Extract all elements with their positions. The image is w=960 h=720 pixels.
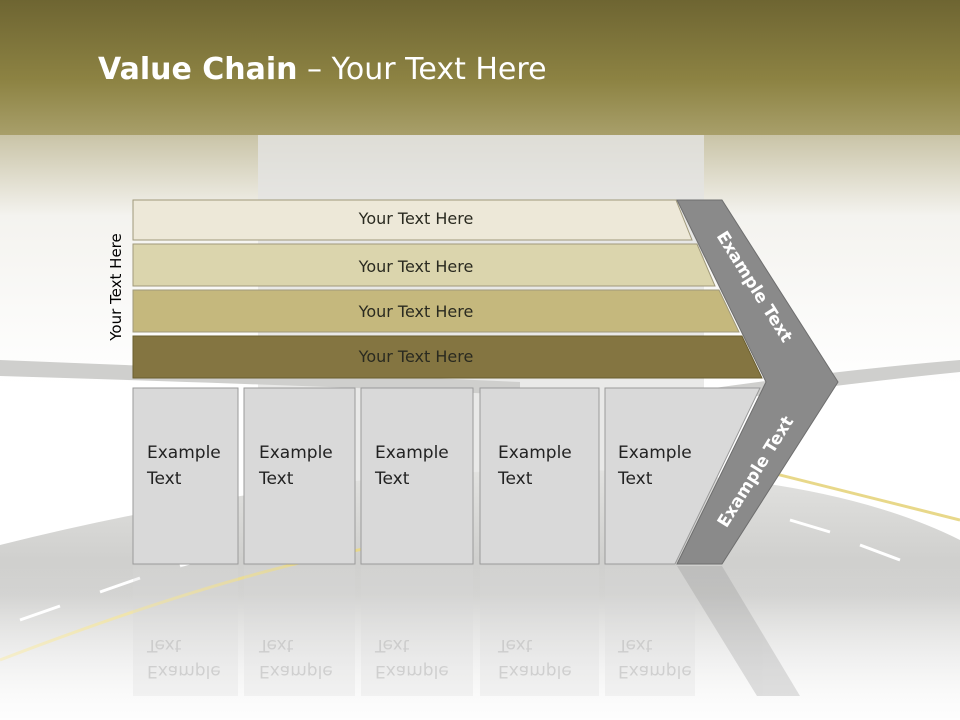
example-box-2-line2: Text bbox=[259, 469, 294, 489]
reflection-line2: Text bbox=[375, 635, 410, 655]
example-box-3-line2: Text bbox=[375, 469, 410, 489]
example-box-3-line1: Example bbox=[375, 443, 449, 463]
example-box-5 bbox=[604, 387, 761, 565]
value-bar-1 bbox=[132, 199, 693, 241]
value-bar-4-label: Your Text Here bbox=[358, 347, 474, 366]
example-box-2-reflection: Example Text bbox=[259, 632, 333, 684]
reflection-line2: Text bbox=[147, 635, 182, 655]
example-box-3-text: Example Text bbox=[375, 440, 449, 492]
example-box-5-text: Example Text bbox=[618, 440, 692, 492]
boxes-reflection bbox=[133, 566, 800, 696]
example-box-5-reflection: Example Text bbox=[618, 632, 692, 684]
example-box-3-reflection: Example Text bbox=[375, 632, 449, 684]
value-bar-4 bbox=[132, 335, 763, 379]
example-box-1-line2: Text bbox=[147, 469, 182, 489]
reflection-line2: Text bbox=[498, 635, 533, 655]
example-box-4-reflection: Example Text bbox=[498, 632, 572, 684]
reflection-line1: Example bbox=[259, 661, 333, 681]
example-box-4-line1: Example bbox=[498, 443, 572, 463]
example-box-5-line2: Text bbox=[618, 469, 653, 489]
title-rest-part: – Your Text Here bbox=[297, 52, 547, 87]
example-box-4 bbox=[479, 387, 600, 565]
example-box-2 bbox=[243, 387, 356, 565]
slide-title: Value Chain – Your Text Here bbox=[98, 52, 547, 87]
example-box-4-line2: Text bbox=[498, 469, 533, 489]
example-box-3 bbox=[360, 387, 474, 565]
example-box-1 bbox=[132, 387, 239, 565]
reflection-line1: Example bbox=[375, 661, 449, 681]
chevron-arrow bbox=[676, 199, 839, 565]
value-bar-1-label: Your Text Here bbox=[358, 209, 474, 228]
example-box-1-reflection: Example Text bbox=[147, 632, 221, 684]
example-box-2-text: Example Text bbox=[259, 440, 333, 492]
example-box-1-text: Example Text bbox=[147, 440, 221, 492]
example-box-5-line1: Example bbox=[618, 443, 692, 463]
example-box-4-text: Example Text bbox=[498, 440, 572, 492]
value-bar-3-label: Your Text Here bbox=[358, 302, 474, 321]
reflection-line2: Text bbox=[618, 635, 653, 655]
title-bold-part: Value Chain bbox=[98, 52, 298, 87]
reflection-line1: Example bbox=[147, 661, 221, 681]
reflection-line1: Example bbox=[618, 661, 692, 681]
example-box-2-line1: Example bbox=[259, 443, 333, 463]
value-bar-3 bbox=[132, 289, 740, 333]
value-bar-2 bbox=[132, 243, 716, 287]
reflection-line2: Text bbox=[259, 635, 294, 655]
reflection-line1: Example bbox=[498, 661, 572, 681]
example-box-1-line1: Example bbox=[147, 443, 221, 463]
value-bar-2-label: Your Text Here bbox=[358, 257, 474, 276]
